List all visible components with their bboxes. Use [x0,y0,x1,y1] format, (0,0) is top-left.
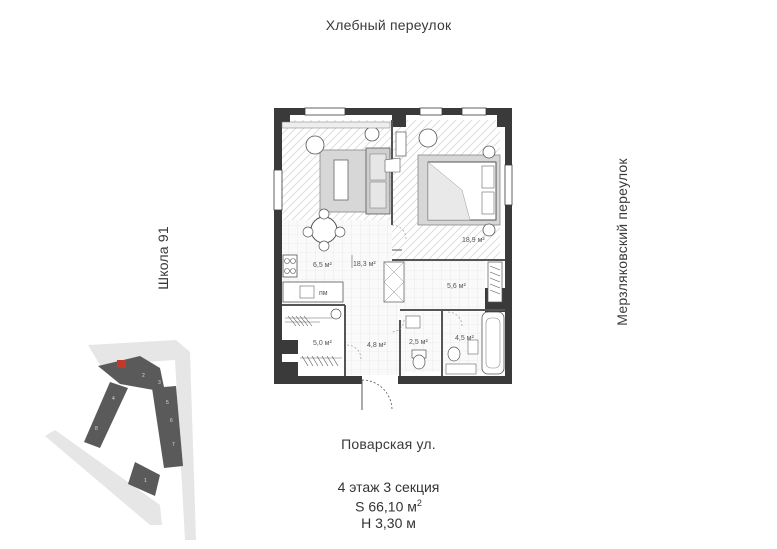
site-building [152,386,183,468]
window-sill [281,121,391,129]
window [304,107,346,116]
window [461,107,487,116]
room-area-kitchen: 6,5 м² [313,262,332,269]
wardrobe [383,261,405,303]
armchair-icon [305,135,325,155]
site-number: 7 [172,442,175,448]
apartment-plan: пм [273,107,513,411]
dishwasher-label: пм [319,290,328,297]
room-area-hall: 4,8 м² [367,342,386,349]
washer-icon [330,308,342,320]
armchair-icon [418,128,438,148]
chair-icon [318,240,330,252]
site-building [128,462,160,496]
plant-icon [364,126,380,142]
desk [395,131,407,157]
site-number: 8 [95,426,98,432]
room-area-living: 18,3 м² [353,261,376,268]
room-area-dressing: 5,0 м² [313,340,332,347]
pillow [481,165,495,189]
chair-icon [302,226,314,238]
dining-table [310,216,338,244]
site-building [98,356,165,392]
sink-icon [299,285,315,299]
floor-section-text: 4 этаж 3 секция [337,479,440,495]
window [504,164,513,206]
toilet-icon [412,354,426,370]
coffee-table [333,159,349,201]
bathtub-icon [481,311,505,375]
chair-icon [334,226,346,238]
area-text: S 66,10 м2 [0,495,777,515]
height-text: Н 3,30 м [361,514,416,531]
room-area-bath: 4,5 м² [455,335,474,342]
sink-icon [405,315,421,329]
chair-icon [318,208,330,220]
window [273,169,283,211]
room-area-wc: 2,5 м² [409,339,428,346]
wardrobe [487,261,503,303]
nightstand-lamp-icon [482,145,496,159]
vanity [445,363,477,375]
site-number: 4 [112,396,115,402]
room-area-corridor: 5,6 м² [447,283,466,290]
site-number: 2 [142,373,145,379]
toilet-icon [447,346,461,362]
stove-icon [282,254,298,278]
site-number: 1 [144,478,147,484]
sink-icon [467,339,479,355]
site-highlight-building [117,360,126,368]
apartment-info: 4 этаж 3 секция S 66,10 м2 Н 3,30 м [0,479,777,531]
window [419,107,443,116]
site-plan: 2 3 4 5 6 7 8 1 [45,340,196,540]
site-number: 3 [158,380,161,386]
site-building [84,382,128,448]
pillow [481,191,495,215]
entrance-door [361,379,393,411]
street-label-top: Хлебный переулок [325,17,452,33]
nightstand-lamp-icon [482,223,496,237]
site-number: 5 [166,400,169,406]
room-area-bedroom: 18,9 м² [462,237,485,244]
street-label-bottom: Поварская ул. [341,436,436,452]
corridor-floor [405,260,485,310]
area-value: S 66,10 м [355,498,417,515]
area-unit-sup: 2 [416,498,422,508]
site-number: 6 [170,418,173,424]
